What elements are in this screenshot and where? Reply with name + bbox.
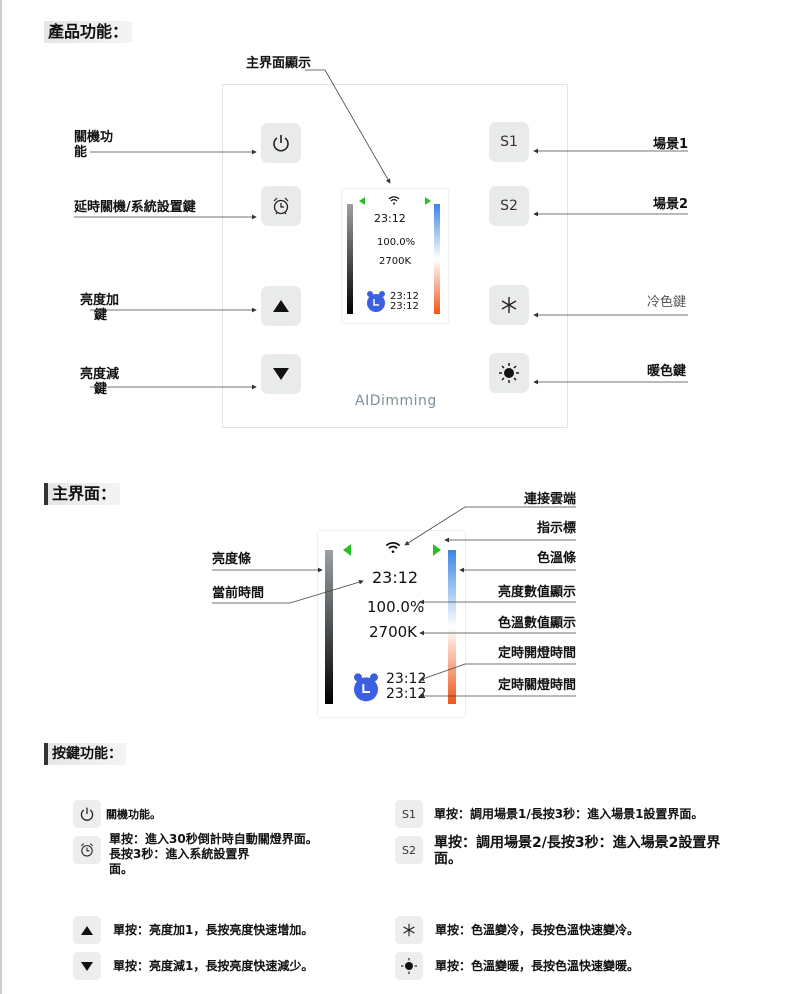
- screen-timer-on: 23:12: [390, 291, 419, 302]
- main-indicator-left-icon: [343, 544, 351, 556]
- label-color-bar: 色溫條: [536, 551, 576, 566]
- sun-icon: [401, 958, 417, 974]
- section-title-product: 產品功能：: [44, 21, 133, 43]
- key-up-icon-box: [73, 916, 101, 944]
- key-s1-icon-box: S1: [395, 800, 423, 828]
- key-warm-icon-box: [395, 952, 423, 980]
- label-timer: 延時關機/系統設置鍵: [74, 200, 196, 215]
- label-timer-off: 定時關燈時間: [497, 678, 576, 693]
- label-brightness-down: 亮度減鍵: [80, 367, 120, 397]
- warm-button[interactable]: [489, 353, 529, 393]
- triangle-down-icon: [81, 961, 93, 971]
- label-cct-value: 色溫數值顯示: [497, 616, 576, 631]
- screen-cct: 2700K: [379, 256, 412, 267]
- label-brightness-value: 亮度數值顯示: [497, 585, 576, 600]
- main-color-temp-bar: [448, 550, 456, 704]
- brightness-up-button[interactable]: [261, 286, 301, 326]
- power-icon: [273, 135, 289, 152]
- main-brightness: 100.0%: [367, 598, 425, 616]
- sun-icon: [499, 363, 519, 383]
- label-cool: 冷色鍵: [646, 295, 686, 310]
- brightness-bar: [347, 204, 353, 314]
- timer-button[interactable]: [261, 186, 301, 226]
- key-timer-icon-box: [73, 836, 101, 864]
- power-button[interactable]: [261, 123, 301, 163]
- alarm-icon: [367, 291, 385, 312]
- label-current-time: 當前時間: [212, 586, 265, 601]
- screen-time: 23:12: [374, 212, 406, 225]
- label-brightness-up: 亮度加鍵: [80, 293, 120, 323]
- device-screen: [341, 188, 449, 324]
- key-cool-icon-box: [395, 916, 423, 944]
- label-warm: 暖色鍵: [646, 364, 686, 379]
- main-display-label: 主界面顯示: [246, 56, 312, 71]
- indicator-right-icon: [425, 197, 431, 205]
- key-warm-desc: 單按：色溫變暖，長按色溫快速變暖。: [435, 959, 640, 973]
- indicator-left-icon: [359, 197, 365, 205]
- color-temp-bar: [434, 204, 440, 314]
- alarm-clock-icon: [81, 843, 93, 857]
- main-wifi-icon: [385, 542, 401, 553]
- key-s2-desc: 單按：調用場景2/長按3秒：進入場景2設置界面。: [434, 835, 721, 867]
- key-down-icon-box: [73, 952, 101, 980]
- label-cloud: 連接雲端: [523, 492, 576, 507]
- key-power-icon-box: [73, 800, 101, 828]
- section-title-main: 主界面：: [44, 483, 121, 505]
- key-s1-desc: 單按：調用場景1/長按3秒：進入場景1設置界面。: [434, 807, 704, 821]
- main-cct: 2700K: [369, 623, 418, 641]
- section-title-keys: 按鍵功能：: [44, 743, 126, 765]
- scene1-button[interactable]: S1: [489, 122, 529, 162]
- key-down-desc: 單按：亮度減1，長按亮度快速減少。: [113, 959, 314, 973]
- main-brightness-bar: [325, 550, 333, 704]
- main-screen: [317, 530, 466, 718]
- main-timer-on: 23:12: [386, 671, 427, 687]
- key-s2-icon-box: S2: [395, 836, 423, 864]
- screen-timer-off: 23:12: [390, 301, 419, 312]
- key-power-desc: 關機功能。: [106, 808, 161, 821]
- main-indicator-right-icon: [433, 544, 441, 556]
- snowflake-icon: [501, 297, 517, 313]
- label-timer-on: 定時開燈時間: [497, 646, 576, 661]
- main-alarm-icon: [354, 673, 378, 702]
- key-up-desc: 單按：亮度加1，長按亮度快速增加。: [113, 923, 314, 937]
- page-edge: [0, 0, 2, 994]
- alarm-clock-icon: [273, 197, 289, 215]
- screen-brightness: 100.0%: [377, 237, 416, 248]
- label-brightness-bar: 亮度條: [212, 552, 252, 567]
- snowflake-icon: [403, 923, 415, 937]
- scene2-button[interactable]: S2: [489, 186, 529, 226]
- main-timer-off: 23:12: [386, 686, 427, 702]
- label-scene2: 場景2: [652, 197, 688, 212]
- main-time: 23:12: [372, 568, 419, 587]
- triangle-up-icon: [273, 300, 289, 312]
- label-scene1: 場景1: [652, 137, 688, 152]
- label-power: 關機功能: [74, 130, 114, 160]
- key-timer-desc: 單按：進入30秒倒計時自動關燈界面。長按3秒：進入系統設置界面。: [109, 832, 318, 876]
- triangle-up-icon: [81, 925, 93, 935]
- label-indicator: 指示標: [536, 521, 576, 536]
- brightness-down-button[interactable]: [261, 354, 301, 394]
- power-icon: [80, 807, 94, 821]
- brand-logo: AIDimming: [355, 393, 437, 409]
- wifi-icon: [388, 196, 400, 205]
- key-cool-desc: 單按：色溫變冷，長按色溫快速變冷。: [435, 923, 640, 937]
- cool-button[interactable]: [489, 285, 529, 325]
- triangle-down-icon: [273, 368, 289, 380]
